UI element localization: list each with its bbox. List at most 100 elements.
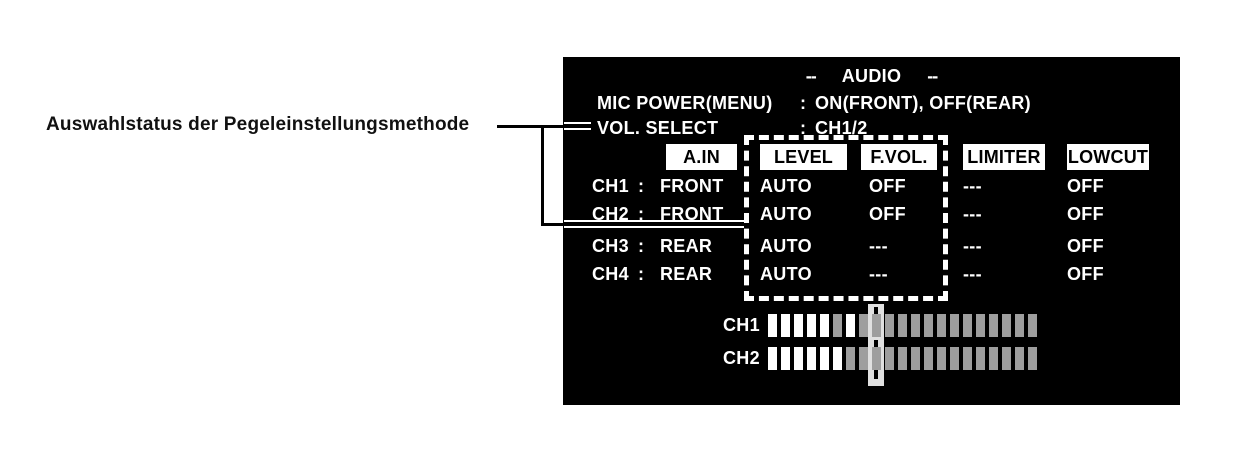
meter-segment [833, 314, 842, 337]
meter-segment [937, 314, 946, 337]
limiter-value: --- [963, 264, 982, 284]
annotation-label: Auswahlstatus der Pegeleinstellungsmetho… [46, 114, 470, 135]
channel-colon: : [638, 176, 645, 196]
meter-segment [859, 347, 868, 370]
channel-name: CH4 [592, 264, 629, 284]
marker-dash [874, 340, 878, 351]
column-header-limiter: LIMITER [963, 144, 1045, 170]
lowcut-value: OFF [1067, 264, 1104, 284]
meter-segment [1015, 314, 1024, 337]
mic-power-value: ON(FRONT), OFF(REAR) [815, 93, 1031, 113]
title-dash-right: -- [927, 66, 938, 86]
ain-value: REAR [660, 236, 713, 256]
meter-label-ch1: CH1 [723, 315, 760, 335]
mic-power-colon: : [800, 93, 807, 113]
meter-segment [989, 314, 998, 337]
info-row-vol-select: VOL. SELECT : CH1/2 [563, 118, 1180, 138]
meter-segment [1002, 314, 1011, 337]
fvol-value: --- [869, 236, 888, 256]
vol-select-label: VOL. SELECT [597, 118, 719, 138]
meter-segment [1015, 347, 1024, 370]
column-header-lowcut: LOWCUT [1067, 144, 1149, 170]
level-value: AUTO [760, 204, 812, 224]
column-header-fvol: F.VOL. [861, 144, 937, 170]
title-dash-left: -- [805, 66, 817, 86]
leader-line-vertical [541, 125, 544, 226]
leader-line-horizontal-top [497, 125, 564, 128]
meter-segment [976, 314, 985, 337]
meter-segment [937, 347, 946, 370]
level-value: AUTO [760, 264, 812, 284]
fvol-value: OFF [869, 176, 906, 196]
meter-label-ch2: CH2 [723, 348, 760, 368]
menu-title: -- AUDIO -- [563, 66, 1180, 87]
meter-segment [794, 347, 803, 370]
level-value: AUTO [760, 176, 812, 196]
title-text: AUDIO [841, 66, 902, 86]
meter-segment [781, 314, 790, 337]
meter-segment [833, 347, 842, 370]
meter-bar-row-ch2 [768, 347, 1037, 370]
leader-line-cased-top [564, 122, 591, 130]
channel-row-ch1: CH1 : FRONT AUTO OFF --- OFF [563, 176, 1180, 196]
audio-level-meter: CH1 CH2 [720, 304, 1055, 388]
meter-segment [807, 314, 816, 337]
meter-segment [846, 314, 855, 337]
level-value: AUTO [760, 236, 812, 256]
marker-dash [874, 307, 878, 318]
mic-power-label: MIC POWER(MENU) [597, 93, 773, 113]
leader-line-horizontal-bottom [541, 223, 564, 226]
meter-segment [820, 314, 829, 337]
lowcut-value: OFF [1067, 176, 1104, 196]
meter-segment [950, 347, 959, 370]
lowcut-value: OFF [1067, 204, 1104, 224]
meter-segment [781, 347, 790, 370]
meter-segment [768, 347, 777, 370]
vol-select-value: CH1/2 [815, 118, 868, 138]
fvol-value: OFF [869, 204, 906, 224]
channel-colon: : [638, 264, 645, 284]
meter-segment [976, 347, 985, 370]
meter-segment [820, 347, 829, 370]
meter-segment [1028, 347, 1037, 370]
channel-colon: : [638, 204, 645, 224]
limiter-value: --- [963, 204, 982, 224]
meter-segment [885, 347, 894, 370]
selection-dashed-box [744, 135, 948, 301]
marker-dash [874, 368, 878, 379]
meter-segment [924, 347, 933, 370]
ain-value: REAR [660, 264, 713, 284]
channel-name: CH1 [592, 176, 629, 196]
channel-name: CH3 [592, 236, 629, 256]
channel-row-ch2: CH2 : FRONT AUTO OFF --- OFF [563, 204, 1180, 224]
lowcut-value: OFF [1067, 236, 1104, 256]
meter-segment [1028, 314, 1037, 337]
column-header-level: LEVEL [760, 144, 847, 170]
info-row-mic-power: MIC POWER(MENU) : ON(FRONT), OFF(REAR) [563, 93, 1180, 113]
meter-segment [1002, 347, 1011, 370]
meter-bar-row-ch1 [768, 314, 1037, 337]
meter-segment [846, 347, 855, 370]
channel-name: CH2 [592, 204, 629, 224]
meter-segment [898, 314, 907, 337]
channel-colon: : [638, 236, 645, 256]
meter-segment [872, 314, 881, 337]
meter-segment [989, 347, 998, 370]
leader-line-cased-bottom [564, 220, 744, 228]
meter-segment [963, 314, 972, 337]
vol-select-colon: : [800, 118, 807, 138]
meter-segment [911, 314, 920, 337]
fvol-value: --- [869, 264, 888, 284]
meter-segment [794, 314, 803, 337]
ain-value: FRONT [660, 204, 724, 224]
meter-segment [872, 347, 881, 370]
meter-segment [963, 347, 972, 370]
limiter-value: --- [963, 236, 982, 256]
meter-segment [898, 347, 907, 370]
meter-segment [885, 314, 894, 337]
meter-segment [768, 314, 777, 337]
meter-segment [859, 314, 868, 337]
meter-segment [924, 314, 933, 337]
meter-segment [807, 347, 816, 370]
